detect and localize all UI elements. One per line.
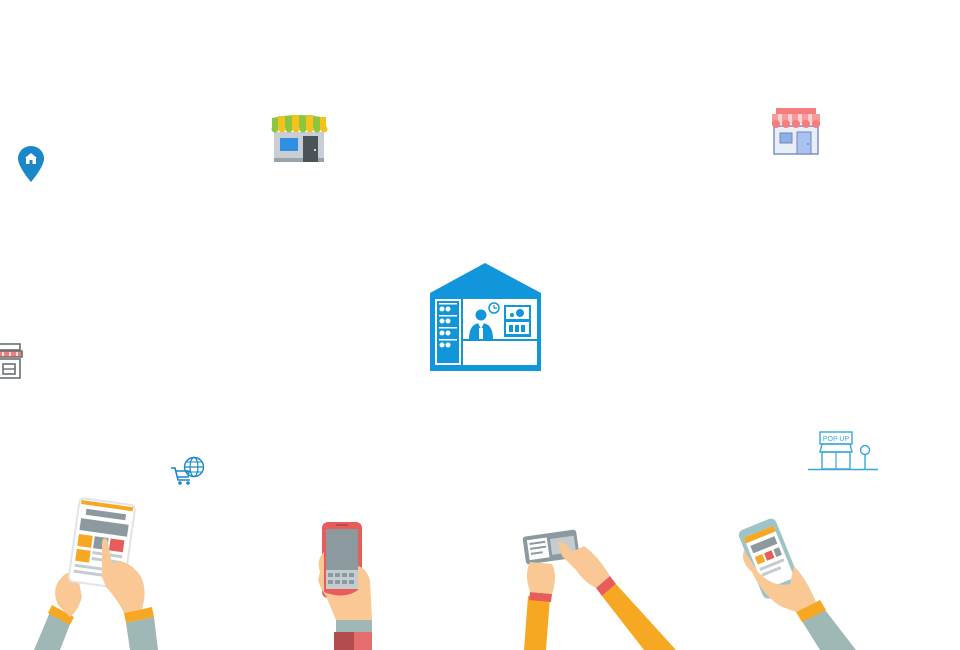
cart-globe-icon <box>170 456 206 486</box>
hands-tablet-icon <box>30 497 160 650</box>
green-awning-shop-icon <box>270 114 328 162</box>
popup-stand-icon: POP UP <box>806 430 880 472</box>
hand-smartphone-icon <box>738 514 858 650</box>
central-store-clerk-icon <box>427 263 543 371</box>
red-awning-shop-icon <box>770 108 822 156</box>
popup-sign-label: POP UP <box>823 436 850 443</box>
outline-shop-icon <box>0 343 24 380</box>
hands-card-icon <box>518 526 678 650</box>
hand-phone-icon <box>314 520 376 650</box>
location-pin-store-icon <box>18 146 44 182</box>
